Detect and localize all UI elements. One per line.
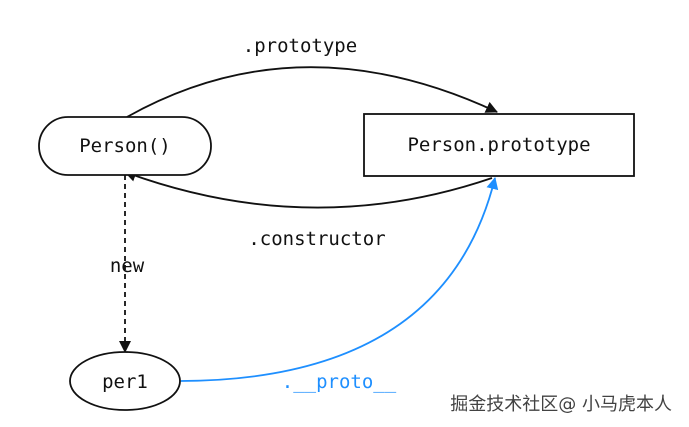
prototype-edge-label: .prototype <box>243 35 357 57</box>
person-constructor-label: Person() <box>79 135 171 157</box>
person-constructor-node <box>38 116 212 176</box>
watermark-text: 掘金技术社区@ 小马虎本人 <box>450 394 672 415</box>
instance-label: per1 <box>102 371 148 393</box>
constructor-edge-label: .constructor <box>248 228 385 250</box>
new-edge-label: new <box>110 255 145 277</box>
person-prototype-node <box>363 113 635 177</box>
proto-edge-label: .__proto__ <box>282 371 397 393</box>
instance-node <box>69 351 181 411</box>
constructor-edge <box>124 170 493 209</box>
person-prototype-label: Person.prototype <box>407 134 590 156</box>
prototype-edge <box>126 66 498 118</box>
proto-edge <box>180 177 499 382</box>
